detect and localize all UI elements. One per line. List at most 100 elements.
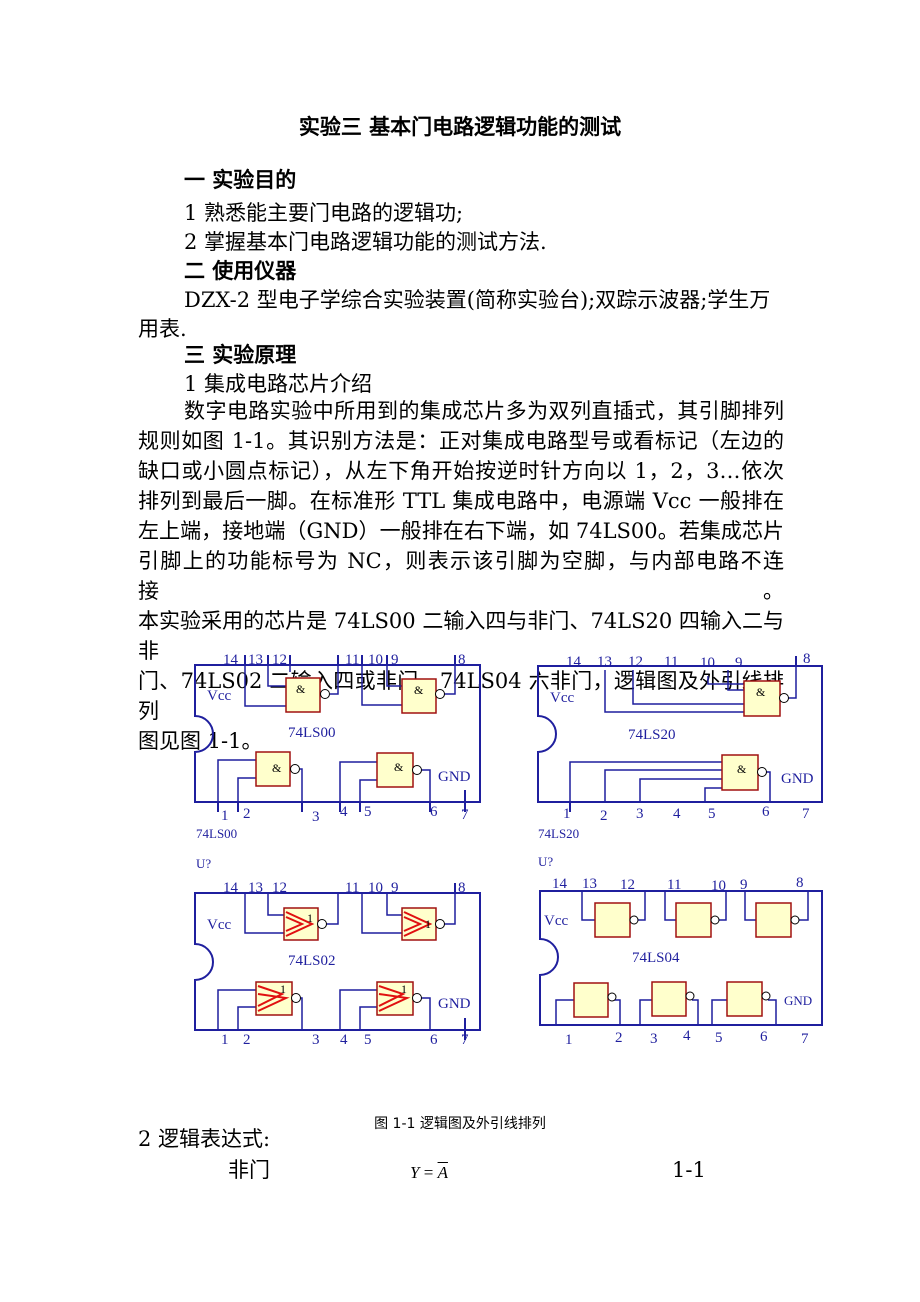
pin-label: 12	[272, 652, 287, 668]
pin-label: 2	[243, 806, 251, 822]
subsection-chip-intro: 1 集成电路芯片介绍	[184, 372, 373, 396]
pin-label: 5	[364, 1032, 372, 1048]
section-heading-instruments: 二 使用仪器	[184, 259, 297, 283]
principle-paragraph: 数字电路实验中所用到的集成芯片多为双列直插式，其引脚排列 规则如图 1-1。其识…	[138, 396, 784, 756]
pin-label: 6	[430, 1032, 438, 1048]
pin-label: 10	[700, 655, 715, 671]
nand4-gate: &	[743, 680, 789, 717]
pin-label: 14	[223, 652, 239, 668]
pin-label: 11	[664, 654, 678, 670]
svg-text:1: 1	[425, 917, 431, 931]
inverter-gate	[651, 981, 695, 1017]
nor-gate: 1	[283, 907, 327, 941]
svg-text:&: &	[737, 762, 747, 776]
pin-label: 10	[711, 878, 726, 894]
svg-text:&: &	[756, 685, 766, 699]
page-title: 实验三 基本门电路逻辑功能的测试	[298, 115, 622, 139]
pin-label: 14	[552, 876, 568, 892]
pin-label: 4	[673, 806, 681, 822]
pin-label: 13	[248, 880, 263, 896]
subsection-logic-expression: 2 逻辑表达式:	[138, 1127, 271, 1151]
pin-label: 2	[615, 1030, 623, 1046]
para-line: 图见图 1-1。	[138, 729, 263, 753]
pin-label: 13	[248, 652, 263, 668]
pin-label: 9	[735, 655, 743, 671]
nand4-gate: &	[721, 754, 767, 791]
purpose-item-1: 1 熟悉能主要门电路的逻辑功;	[184, 201, 464, 225]
pin-label: 8	[458, 880, 466, 896]
para-line: 排列到最后一脚。在标准形 TTL 集成电路中，电源端 Vcc 一般排在	[138, 489, 784, 513]
pin-label: 3	[650, 1031, 658, 1047]
chip-name: 74LS02	[288, 953, 336, 969]
pin-label: 2	[243, 1032, 251, 1048]
pin-label: 9	[391, 880, 399, 896]
chip-below-label: 74LS00	[196, 826, 237, 841]
pin-label: 3	[312, 809, 320, 825]
chip-above-label: U?	[538, 854, 553, 869]
gnd-label: GND	[438, 769, 471, 785]
pin-label: 11	[345, 652, 359, 668]
inverter-gate	[675, 902, 720, 938]
svg-text:&: &	[272, 761, 282, 775]
pin-label: 3	[312, 1032, 320, 1048]
para-line: 数字电路实验中所用到的集成芯片多为双列直插式，其引脚排列	[184, 399, 784, 423]
pin-label: 1	[221, 808, 229, 824]
svg-text:&: &	[414, 683, 424, 697]
inverter-gate	[594, 902, 639, 938]
svg-text:1: 1	[401, 982, 407, 996]
inverter-gate	[573, 982, 617, 1018]
inverter-gate	[755, 902, 800, 938]
nand-gate: &	[285, 677, 330, 713]
vcc-label: Vcc	[544, 913, 568, 929]
pin-label: 8	[796, 875, 804, 891]
vcc-label: Vcc	[207, 917, 231, 933]
nand-gate: &	[255, 751, 300, 787]
pin-label: 8	[803, 651, 811, 667]
vcc-label: Vcc	[550, 690, 574, 706]
pin-label: 10	[368, 880, 383, 896]
pin-label: 11	[345, 880, 359, 896]
chip-name: 74LS00	[288, 725, 336, 741]
pin-label: 5	[364, 804, 372, 820]
chip-74ls02: U? Vcc GND 74LS02 14 13 12 11 10 9 8 1 2…	[194, 856, 481, 1048]
pin-label: 10	[368, 652, 383, 668]
pin-label: 9	[391, 652, 399, 668]
pin-label: 13	[582, 876, 597, 892]
pin-label: 4	[340, 804, 348, 820]
pin-label: 9	[740, 877, 748, 893]
para-line: 缺口或小圆点标记），从左下角开始按逆时针方向以 1，2，3…依次	[138, 459, 784, 483]
svg-text:1: 1	[280, 982, 286, 996]
pin-label: 1	[221, 1032, 229, 1048]
not-gate-equation: Y = A	[410, 1163, 448, 1182]
pin-label: 7	[461, 807, 469, 823]
chip-name: 74LS20	[628, 727, 676, 743]
chip-below-label: 74LS20	[538, 826, 579, 841]
gnd-label: GND	[781, 771, 814, 787]
pin-label: 11	[667, 877, 681, 893]
chip-74ls04: U? Vcc GND 74LS04 14 13 12 11 10 9 8 1 2…	[538, 854, 823, 1048]
figure-caption: 图 1-1 逻辑图及外引线排列	[374, 1116, 546, 1132]
chip-74ls20: Vcc GND 74LS20 74LS20 14 13 12 11 10 9 8…	[537, 651, 823, 841]
svg-text:&: &	[296, 682, 306, 696]
pin-label: 4	[340, 1032, 348, 1048]
gnd-label: GND	[784, 993, 812, 1008]
instruments-line-2: 用表.	[138, 317, 187, 341]
section-heading-principle: 三 实验原理	[184, 343, 297, 367]
pin-label: 6	[760, 1029, 768, 1045]
nand-gate: &	[401, 678, 445, 714]
inverter-gate	[726, 981, 771, 1017]
purpose-item-2: 2 掌握基本门电路逻辑功能的测试方法.	[184, 230, 547, 254]
pin-label: 5	[715, 1030, 723, 1046]
para-line: 本实验采用的芯片是 74LS00 二输入四与非门、74LS20 四输入二与非	[138, 609, 784, 663]
pin-label: 12	[272, 880, 287, 896]
equation-number: 1-1	[672, 1158, 706, 1182]
not-gate-label: 非门	[228, 1158, 270, 1182]
pin-label: 7	[802, 806, 810, 822]
pin-label: 3	[636, 806, 644, 822]
pin-label: 7	[801, 1031, 809, 1047]
pin-label: 14	[566, 654, 582, 670]
para-line: 左上端，接地端（GND）一般排在右下端，如 74LS00。若集成芯片	[138, 519, 784, 543]
chip-above-label: U?	[196, 856, 211, 871]
pin-label: 5	[708, 806, 716, 822]
